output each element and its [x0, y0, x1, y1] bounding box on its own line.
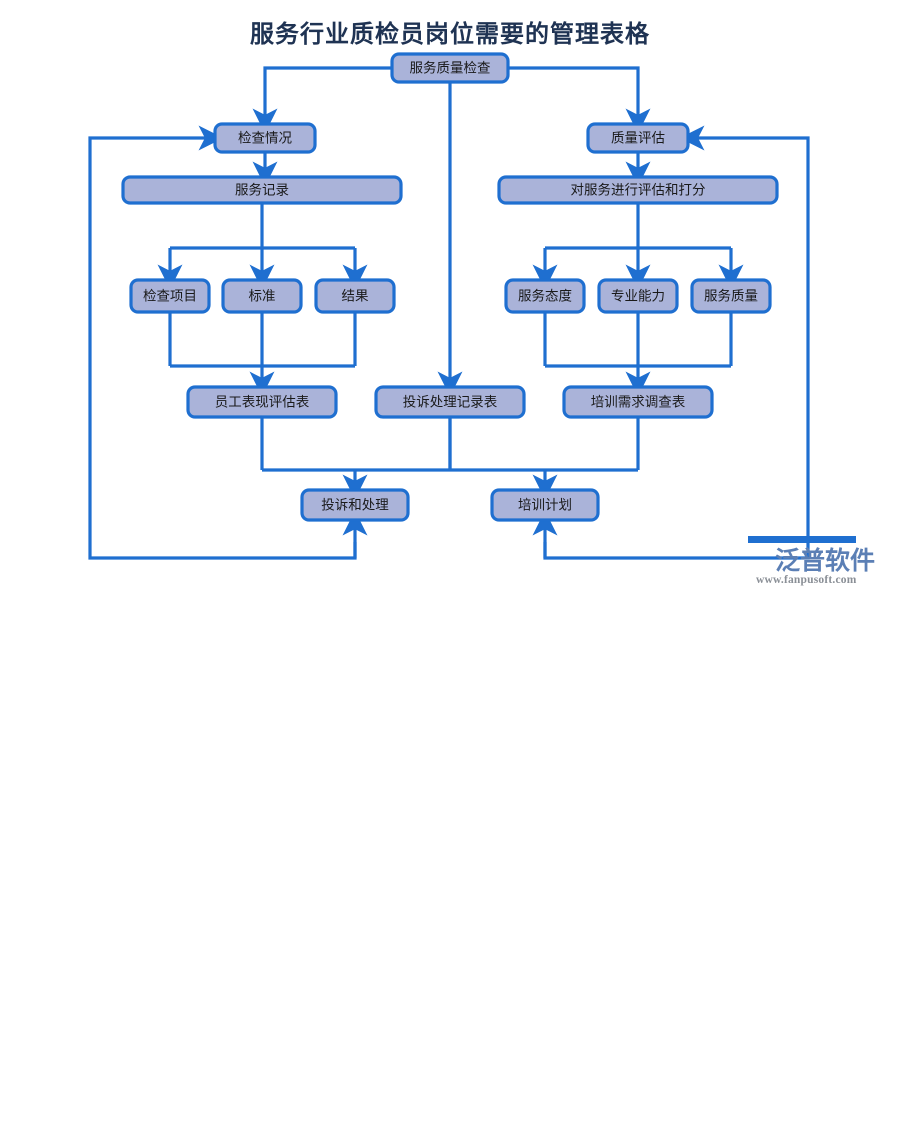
flow-node-plan[interactable]: 培训计划	[490, 488, 600, 522]
flow-node-box	[374, 385, 526, 419]
page-title: 服务行业质检员岗位需要的管理表格	[250, 21, 650, 48]
flow-node-box	[497, 175, 779, 205]
flow-node-box	[314, 278, 396, 314]
flow-node-item[interactable]: 检查项目	[129, 278, 211, 314]
flow-node-label: 服务质量检查	[410, 61, 491, 76]
flow-node-label: 员工表现评估表	[215, 395, 310, 410]
flow-node-standard[interactable]: 标准	[221, 278, 303, 314]
flow-node-box	[300, 488, 410, 522]
flow-node-label: 服务态度	[518, 289, 572, 304]
flow-node-box	[490, 488, 600, 522]
flow-node-complaint[interactable]: 投诉处理记录表	[374, 385, 526, 419]
flow-node-training[interactable]: 培训需求调查表	[562, 385, 714, 419]
flow-node-box	[121, 175, 403, 205]
flow-node-box	[597, 278, 679, 314]
flow-node-label: 对服务进行评估和打分	[571, 182, 706, 198]
flow-node-label: 检查项目	[143, 289, 197, 304]
logo-accent-bar	[748, 536, 856, 543]
edges-layer	[88, 66, 810, 560]
flow-node-perf[interactable]: 员工表现评估表	[186, 385, 338, 419]
flow-node-eval[interactable]: 质量评估	[586, 122, 690, 154]
flow-node-box	[186, 385, 338, 419]
flow-node-label: 投诉和处理	[321, 498, 389, 513]
flow-node-box	[690, 278, 772, 314]
flowchart-canvas: 服务行业质检员岗位需要的管理表格 服务质量检查检查情况 质量评估服务记录 对服务进行…	[88, 21, 892, 594]
flow-node-handle[interactable]: 投诉和处理	[300, 488, 410, 522]
brand-logo: 泛普软件 www.fanpusoft.com	[742, 536, 892, 594]
flow-node-box	[221, 278, 303, 314]
flow-node-skill[interactable]: 专业能力	[597, 278, 679, 314]
flow-node-box	[213, 122, 317, 154]
flow-node-label: 投诉处理记录表	[403, 395, 498, 410]
flow-node-record[interactable]: 服务记录	[121, 175, 403, 205]
flow-node-box	[586, 122, 690, 154]
flow-node-quality[interactable]: 服务质量	[690, 278, 772, 314]
flow-node-score[interactable]: 对服务进行评估和打分	[497, 175, 779, 205]
flow-node-label: 培训计划	[518, 498, 572, 513]
flow-node-label: 服务质量	[704, 289, 758, 304]
flow-node-label: 质量评估	[611, 131, 665, 146]
flow-node-label: 服务记录	[235, 183, 289, 198]
flow-node-result[interactable]: 结果	[314, 278, 396, 314]
flow-node-insp[interactable]: 检查情况	[213, 122, 317, 154]
flow-node-label: 专业能力	[611, 289, 665, 304]
logo-brand-text: 泛普软件	[775, 546, 876, 575]
flow-node-label: 结果	[342, 289, 369, 304]
fanpu-mark-icon	[742, 546, 772, 576]
flow-node-label: 检查情况	[238, 131, 292, 146]
flow-node-box	[390, 52, 510, 84]
flow-node-label: 培训需求调查表	[591, 395, 686, 410]
logo-row: 泛普软件	[742, 546, 875, 576]
logo-url-text: www.fanpusoft.com	[756, 574, 857, 586]
flow-node-box	[504, 278, 586, 314]
flow-node-box	[129, 278, 211, 314]
flow-node-box	[562, 385, 714, 419]
flow-node-label: 标准	[249, 289, 276, 304]
flow-node-root[interactable]: 服务质量检查	[390, 52, 510, 84]
flow-node-attitude[interactable]: 服务态度	[504, 278, 586, 314]
